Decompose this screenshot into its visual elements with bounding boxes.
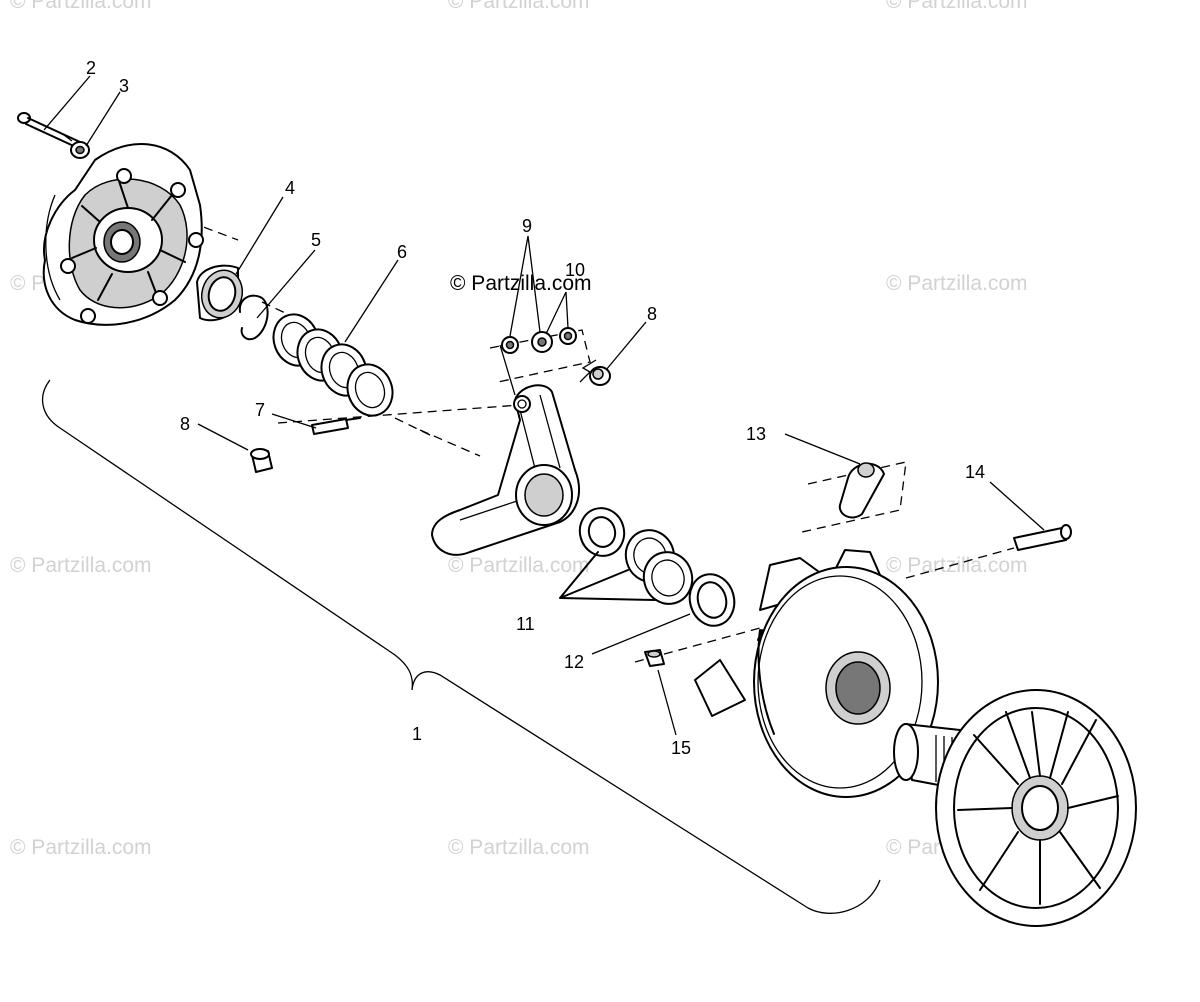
callout-12: 12: [564, 652, 584, 672]
watermark: © Partzilla.com: [10, 554, 152, 577]
callout-8-left: 8: [180, 414, 190, 434]
callout-14: 14: [965, 462, 985, 482]
part-moveable-sheave: [694, 549, 939, 798]
center-watermark: © Partzilla.com: [450, 272, 592, 295]
callout-6: 6: [397, 242, 407, 262]
part-washers-roller: [489, 327, 591, 383]
part-bushing: [196, 264, 244, 322]
watermark: © Partzilla.com: [886, 272, 1028, 295]
callout-10: 10: [565, 260, 585, 280]
callout-8-right: 8: [647, 304, 657, 324]
watermark: © Partzilla.com: [448, 836, 590, 859]
part-bushings-set: [559, 507, 694, 605]
watermark: © Partzilla.com: [886, 0, 1028, 13]
callout-15: 15: [671, 738, 691, 758]
callout-7: 7: [255, 400, 265, 420]
callout-2: 2: [86, 58, 96, 78]
part-long-bolt: [905, 524, 1072, 579]
callout-labels: 1 2 3 4 5 6 7 8 8 9 10 11 12 13 14 15: [86, 58, 985, 758]
callout-5: 5: [311, 230, 321, 250]
part-cap-right: [589, 366, 611, 386]
part-nut: [644, 649, 665, 667]
part-roller: [801, 461, 907, 533]
callout-11: 11: [516, 614, 535, 634]
watermark: © Partzilla.com: [448, 0, 590, 13]
part-cover: [42, 143, 204, 326]
watermark: © Partzilla.com: [10, 836, 152, 859]
part-retaining-ring: [238, 294, 269, 341]
part-pin: [311, 417, 361, 435]
part-fixed-sheave: [893, 689, 1137, 927]
part-seal-ring: [688, 573, 736, 627]
callout-1: 1: [412, 724, 422, 744]
part-spring: [272, 313, 394, 417]
part-washer: [70, 141, 90, 159]
watermark: © Partzilla.com: [886, 554, 1028, 577]
callout-4: 4: [285, 178, 295, 198]
callout-9: 9: [522, 216, 532, 236]
leader-lines: [43, 75, 1045, 736]
watermark: © Partzilla.com: [448, 554, 590, 577]
callout-3: 3: [119, 76, 129, 96]
part-bolt: [17, 112, 81, 149]
watermark: © Partzilla.com: [10, 0, 152, 13]
callout-13: 13: [746, 424, 766, 444]
part-cap-left: [250, 448, 273, 473]
part-spider-arm: [431, 384, 580, 556]
assembly-brace: [41, 379, 881, 914]
